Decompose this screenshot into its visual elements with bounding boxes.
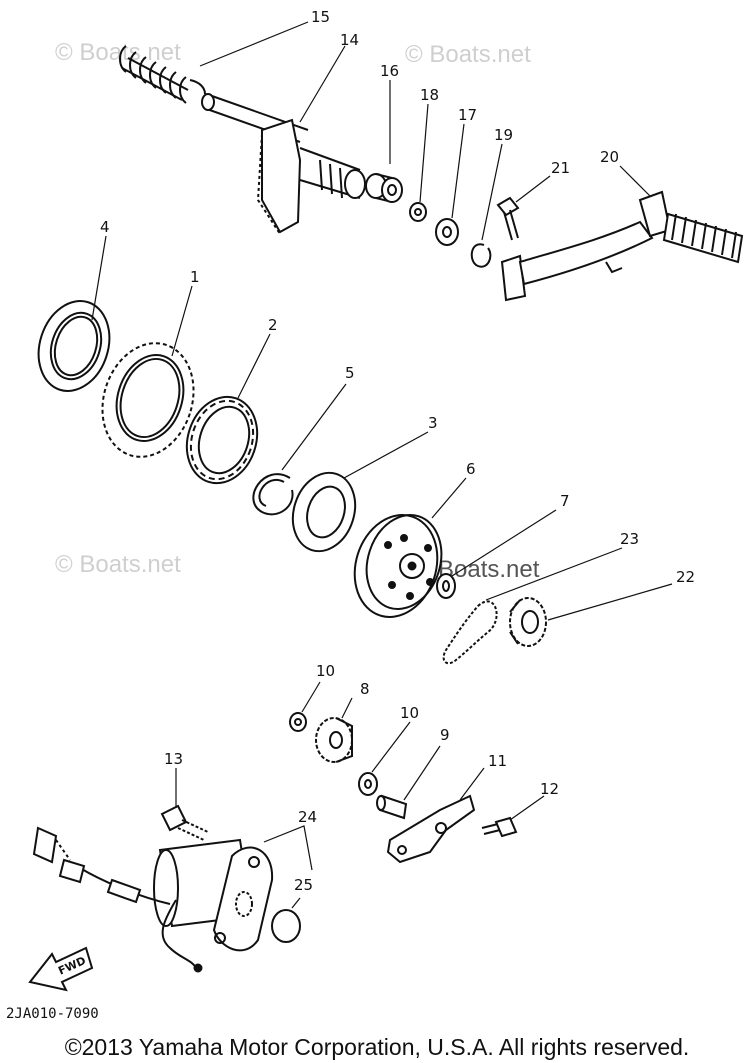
callout-10-upper: 10 (316, 662, 335, 680)
part-3-oil-seal (291, 471, 357, 553)
part-1-ring-gear (101, 342, 195, 458)
part-23-chain (442, 600, 498, 665)
diagram-code: 2JA010-7090 (6, 1006, 99, 1022)
callout-5: 5 (345, 364, 355, 382)
part-9-shaft (376, 794, 408, 820)
watermark: © Boats.net (55, 551, 181, 578)
callout-3: 3 (428, 414, 438, 432)
callout-13: 13 (164, 750, 183, 768)
callout-17: 17 (458, 106, 477, 124)
part-12-bolt (481, 816, 518, 838)
callout-2: 2 (268, 316, 278, 334)
callout-25: 25 (294, 876, 313, 894)
callout-22: 22 (676, 568, 695, 586)
watermark: © Boats.net (405, 41, 531, 68)
part-14-kick-axle (201, 93, 366, 235)
part-10-washer (358, 772, 378, 796)
callout-4: 4 (100, 218, 110, 236)
part-24-starter-motor (32, 826, 274, 973)
callout-12: 12 (540, 780, 559, 798)
part-5-circlip (252, 473, 294, 516)
part-17-washer (435, 218, 459, 246)
callout-11: 11 (488, 752, 507, 770)
callout-19: 19 (494, 126, 513, 144)
callout-24: 24 (298, 808, 317, 826)
part-13-bolt (160, 804, 209, 841)
callout-numbers: 15 14 16 18 17 19 21 20 4 1 2 5 3 6 7 23… (100, 8, 695, 894)
part-4-oil-seal (37, 300, 111, 392)
callout-1: 1 (190, 268, 200, 286)
watermark: Boats.net (438, 556, 540, 583)
callout-7: 7 (560, 492, 570, 510)
callout-15: 15 (311, 8, 330, 26)
part-16-bush (365, 173, 403, 203)
part-7-washer (436, 573, 456, 599)
callout-16: 16 (380, 62, 399, 80)
exploded-parts-diagram: © Boats.net © Boats.net © Boats.net Boat… (6, 8, 744, 1022)
callout-18: 18 (420, 86, 439, 104)
part-25-o-ring (271, 909, 301, 943)
part-19-circlip (470, 243, 492, 268)
part-22-starter-sprocket (509, 597, 547, 647)
part-10-washer (289, 712, 307, 732)
watermark: © Boats.net (55, 39, 181, 66)
callout-14: 14 (340, 31, 359, 49)
part-8-idler-gear (315, 717, 353, 763)
callout-9: 9 (440, 726, 450, 744)
callout-21: 21 (551, 159, 570, 177)
part-2-clutch-bearing (185, 395, 259, 485)
callout-6: 6 (466, 460, 476, 478)
part-20-kick-crank (500, 190, 744, 302)
part-6-starter-clutch (353, 514, 443, 618)
callout-8: 8 (360, 680, 370, 698)
part-15-kick-spring (119, 45, 206, 104)
callout-10-lower: 10 (400, 704, 419, 722)
part-18-washer (409, 202, 427, 222)
part-11-plate (386, 794, 476, 864)
callout-23: 23 (620, 530, 639, 548)
part-21-bolt (496, 196, 520, 241)
copyright-notice: ©2013 Yamaha Motor Corporation, U.S.A. A… (64, 1034, 690, 1060)
leader-lines (91, 21, 673, 909)
fwd-arrow-icon: FWD (28, 946, 94, 992)
callout-20: 20 (600, 148, 619, 166)
